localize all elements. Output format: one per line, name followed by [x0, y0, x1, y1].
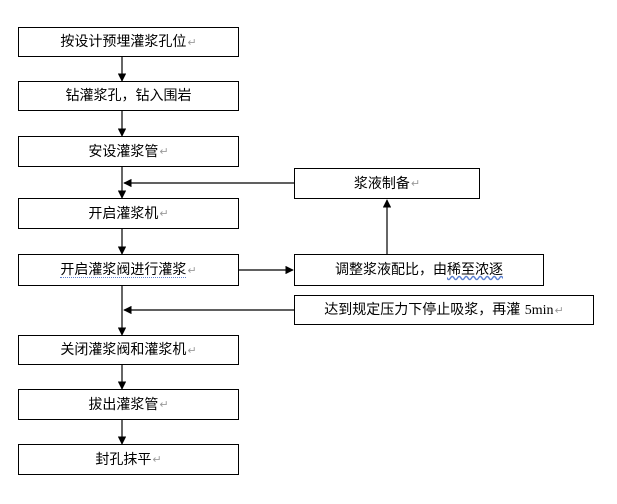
side-stop-regrout: 达到规定压力下停止吸浆，再灌 5min↵ [294, 295, 594, 325]
side-adjust-ratio: 调整浆液配比，由稀至浓逐 [294, 254, 544, 286]
side-adjust-ratio-label: 调整浆液配比，由稀至浓逐 [335, 263, 503, 277]
step-preset-holes-label: 按设计预埋灌浆孔位 [60, 34, 187, 50]
paragraph-mark-icon: ↵ [152, 453, 162, 466]
step-install-pipe-label: 安设灌浆管 [88, 143, 159, 160]
step-seal-smooth-label: 封孔抹平 [95, 451, 152, 468]
step-start-machine-label: 开启灌浆机 [88, 205, 159, 222]
paragraph-mark-icon: ↵ [187, 263, 197, 277]
paragraph-mark-icon: ↵ [159, 398, 169, 411]
side-adjust-ratio-underlined: 稀至浓逐 [447, 262, 503, 278]
paragraph-mark-icon: ↵ [187, 343, 197, 357]
step-pull-pipe-label: 拔出灌浆管 [88, 396, 159, 413]
step-open-valve-grout-label: 开启灌浆阀进行灌浆 [60, 261, 187, 278]
step-close-valve-machine: 关闭灌浆阀和灌浆机↵ [18, 335, 239, 365]
step-drill-holes: 钻灌浆孔，钻入围岩 [18, 81, 239, 111]
step-preset-holes: 按设计预埋灌浆孔位↵ [18, 27, 239, 57]
paragraph-mark-icon: ↵ [554, 303, 564, 317]
step-open-valve-grout: 开启灌浆阀进行灌浆↵ [18, 254, 239, 286]
step-pull-pipe: 拔出灌浆管↵ [18, 389, 239, 420]
step-drill-holes-label: 钻灌浆孔，钻入围岩 [65, 88, 192, 104]
side-slurry-prep-label: 浆液制备 [353, 175, 410, 192]
paragraph-mark-icon: ↵ [159, 145, 169, 158]
side-slurry-prep: 浆液制备↵ [294, 168, 480, 199]
side-stop-regrout-label: 达到规定压力下停止吸浆，再灌 5min [324, 303, 553, 318]
paragraph-mark-icon: ↵ [159, 207, 169, 220]
step-start-machine: 开启灌浆机↵ [18, 198, 239, 229]
side-adjust-ratio-text: 调整浆液配比，由 [335, 262, 447, 278]
step-install-pipe: 安设灌浆管↵ [18, 136, 239, 167]
side-stop-regrout-text: 达到规定压力下停止吸浆，再灌 [324, 301, 521, 318]
paragraph-mark-icon: ↵ [187, 35, 197, 49]
side-stop-regrout-duration: 5min [524, 302, 554, 318]
step-seal-smooth: 封孔抹平↵ [18, 444, 239, 475]
step-close-valve-machine-label: 关闭灌浆阀和灌浆机 [60, 342, 187, 358]
paragraph-mark-icon: ↵ [410, 177, 421, 190]
